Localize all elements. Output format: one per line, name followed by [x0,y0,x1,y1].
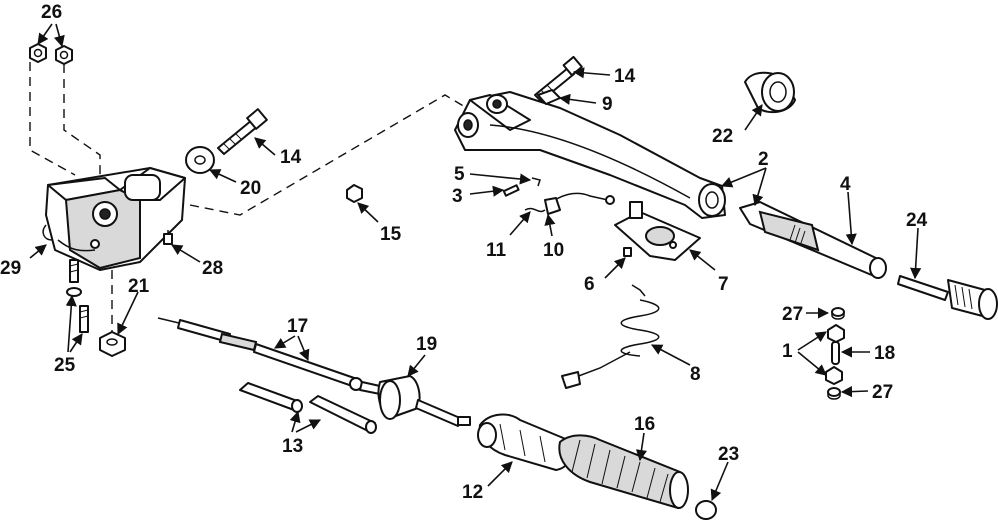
callout-20: 20 [240,178,261,199]
callout-labels: 26 14 9 22 14 2 4 5 3 20 24 15 11 10 29 … [0,2,928,503]
part-5-pin [531,177,541,187]
part-15-nut [346,184,363,203]
part-4-shaft [739,201,887,279]
callout-11: 11 [486,240,507,261]
part-18-pin [831,341,840,365]
callout-12: 12 [462,482,483,503]
callout-24: 24 [906,210,928,231]
part-21-nut [99,331,126,357]
part-25-bolts [66,259,89,333]
callout-27-bottom: 27 [872,382,893,403]
part-7-switch-bracket [614,201,701,261]
callout-17: 17 [287,316,308,337]
part-12-tube [477,413,573,471]
part-10-wire [544,192,615,215]
callout-1: 1 [782,341,793,362]
callout-25: 25 [54,355,76,376]
callout-21: 21 [128,276,150,297]
callout-3: 3 [452,186,463,207]
callout-23: 23 [718,444,739,465]
callout-6: 6 [584,274,595,295]
part-27-nut-top [831,307,845,320]
part-27-nut-bottom [827,387,841,400]
callout-29: 29 [0,258,21,279]
callout-19: 19 [416,334,437,355]
part-26-nuts [29,43,73,65]
callout-15: 15 [380,224,402,245]
part-29-bracket-housing [42,167,186,271]
part-8-spring [561,284,660,389]
part-3-pin [502,184,520,197]
callout-13: 13 [282,436,303,457]
part-17-cable [157,317,381,395]
callout-7: 7 [718,274,729,295]
part-24-connector [897,275,998,320]
part-11-terminal [524,207,546,213]
callout-14-top: 14 [614,66,636,87]
part-1-bushing [825,324,845,385]
callout-5: 5 [454,164,465,185]
callout-28: 28 [202,258,223,279]
leader-lines [29,23,922,502]
part-19-cable-body [377,375,471,427]
part-2-steering-arm [454,91,726,219]
part-28-screw [163,230,173,245]
callout-14-left: 14 [280,147,302,168]
part-20-washer [185,146,215,174]
part-22-cap [744,71,796,114]
callout-2: 2 [758,149,769,170]
callout-16: 16 [634,414,655,435]
callout-27-top: 27 [782,304,803,325]
part-6-screw [623,247,632,257]
part-13-sleeves [239,382,377,434]
callout-8: 8 [690,364,701,385]
callout-10: 10 [543,240,564,261]
part-16-grip [558,434,689,510]
callout-4: 4 [840,174,851,195]
callout-18: 18 [874,343,895,364]
callout-9: 9 [602,94,613,115]
part-23-knob [695,500,717,520]
part-14-bolt-left [217,108,268,155]
callout-22: 22 [712,126,733,147]
callout-26: 26 [41,2,62,23]
